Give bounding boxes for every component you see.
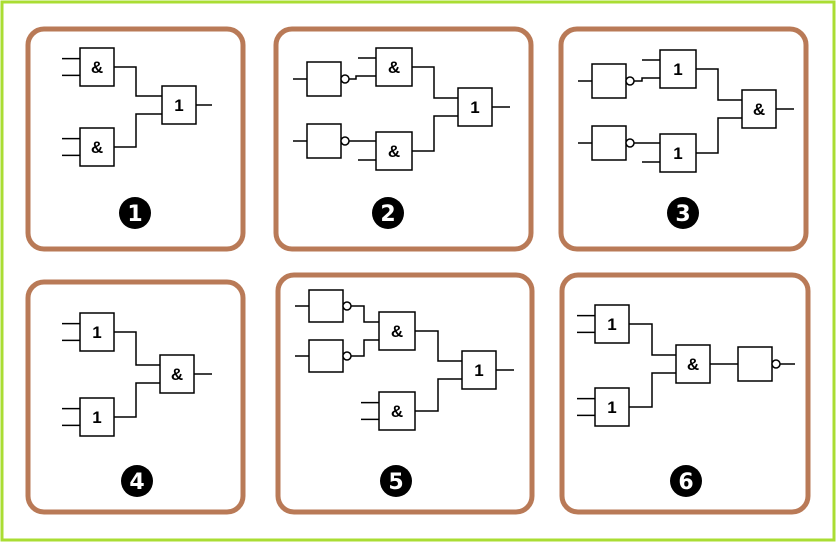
p2-not-gate-bottom-bubble (340, 136, 350, 146)
p5-and-gate-bottom-label: & (391, 402, 403, 421)
p4-or-gate-bottom (79, 397, 115, 437)
p5-and-gate-bottom (378, 391, 416, 431)
p4-or-gate-top (79, 312, 115, 352)
p3-not-gate-bottom-bubble (625, 138, 635, 148)
p5-not1-to-and1 (351, 305, 379, 323)
p3-not-gate-top (591, 63, 627, 99)
p4-and-gate-label: & (171, 365, 183, 384)
p1-or-gate-label: 1 (174, 96, 183, 115)
p4-or-gate-bottom-label: 1 (92, 408, 101, 427)
p2-or-gate (457, 87, 493, 127)
p2-and-gate-top (375, 47, 413, 87)
p3-and-gate (741, 89, 777, 129)
p2-not1-to-and1 (349, 75, 376, 80)
p6-not-bubble (771, 359, 781, 369)
p2-wire-top (412, 66, 458, 99)
p3-wire-top (696, 68, 742, 101)
p2-wire-bottom (412, 115, 458, 152)
p6-wire-top (629, 323, 676, 356)
svg-text:1: 1 (127, 202, 142, 227)
panel-number-3: 3 (667, 197, 699, 229)
p5-not-gate-top (308, 289, 344, 323)
p1-and-gate-top-label: & (91, 58, 103, 77)
p3-or-gate-bottom (659, 133, 697, 173)
p4-or-gate-top-label: 1 (92, 323, 101, 342)
p2-not-gate-bottom (306, 123, 342, 159)
panel-number-4: 4 (121, 465, 153, 497)
p3-and-gate-label: & (753, 100, 765, 119)
p2-and-gate-bottom (375, 131, 413, 171)
p5-not-gate-bottom (308, 339, 344, 373)
panel-number-5: 5 (380, 465, 412, 497)
panel-number-1: 1 (119, 197, 151, 229)
p5-not-gate-top-bubble (342, 301, 352, 311)
panel-number-6: 6 (670, 465, 702, 497)
p5-not-gate-bottom-bubble (342, 351, 352, 361)
p2-or-gate-label: 1 (470, 98, 479, 117)
p1-and-gate-bottom-label: & (91, 138, 103, 157)
p4-wire-bottom (114, 382, 160, 418)
panel-number-2: 2 (372, 197, 404, 229)
p5-and-gate-top (378, 311, 416, 351)
p3-or-gate-top-label: 1 (673, 60, 682, 79)
p5-wire-bottom (415, 378, 462, 412)
svg-text:6: 6 (678, 470, 693, 495)
p6-or-gate-top-label: 1 (607, 315, 616, 334)
p2-and-gate-top-label: & (388, 58, 400, 77)
p1-and-gate-top (79, 47, 115, 87)
p3-wire-bottom (696, 117, 742, 154)
p6-wire-bottom (629, 372, 676, 408)
p1-or-gate (161, 85, 197, 125)
p3-not-gate-bottom (591, 125, 627, 161)
p6-and-gate-label: & (687, 355, 699, 374)
p5-or-gate-label: 1 (474, 361, 483, 380)
p1-wire-top (114, 66, 162, 97)
p4-wire-top (114, 331, 160, 366)
p1-and-gate-bottom (79, 127, 115, 167)
p6-not-gate (737, 346, 773, 382)
p2-not-gate-top (306, 61, 342, 97)
p2-not-gate-top-bubble (340, 74, 350, 84)
p6-or-gate-bottom-label: 1 (607, 398, 616, 417)
p3-not-gate-top-bubble (625, 76, 635, 86)
p3-not1-to-or1 (634, 77, 660, 82)
p2-and-gate-bottom-label: & (388, 142, 400, 161)
svg-text:5: 5 (388, 470, 403, 495)
p1-wire-bottom (114, 113, 162, 148)
svg-text:4: 4 (129, 470, 144, 495)
p5-wire-top (415, 330, 462, 362)
p3-or-gate-bottom-label: 1 (673, 144, 682, 163)
p5-not2-to-and1 (351, 339, 379, 357)
p5-and-gate-top-label: & (391, 322, 403, 341)
svg-text:2: 2 (380, 202, 395, 227)
svg-text:3: 3 (675, 202, 690, 227)
circuits-layer: & & 1 & & 1 1 1 & 1 1 & & & 1 1 1 & (62, 47, 795, 437)
p6-or-gate-bottom (594, 387, 630, 427)
